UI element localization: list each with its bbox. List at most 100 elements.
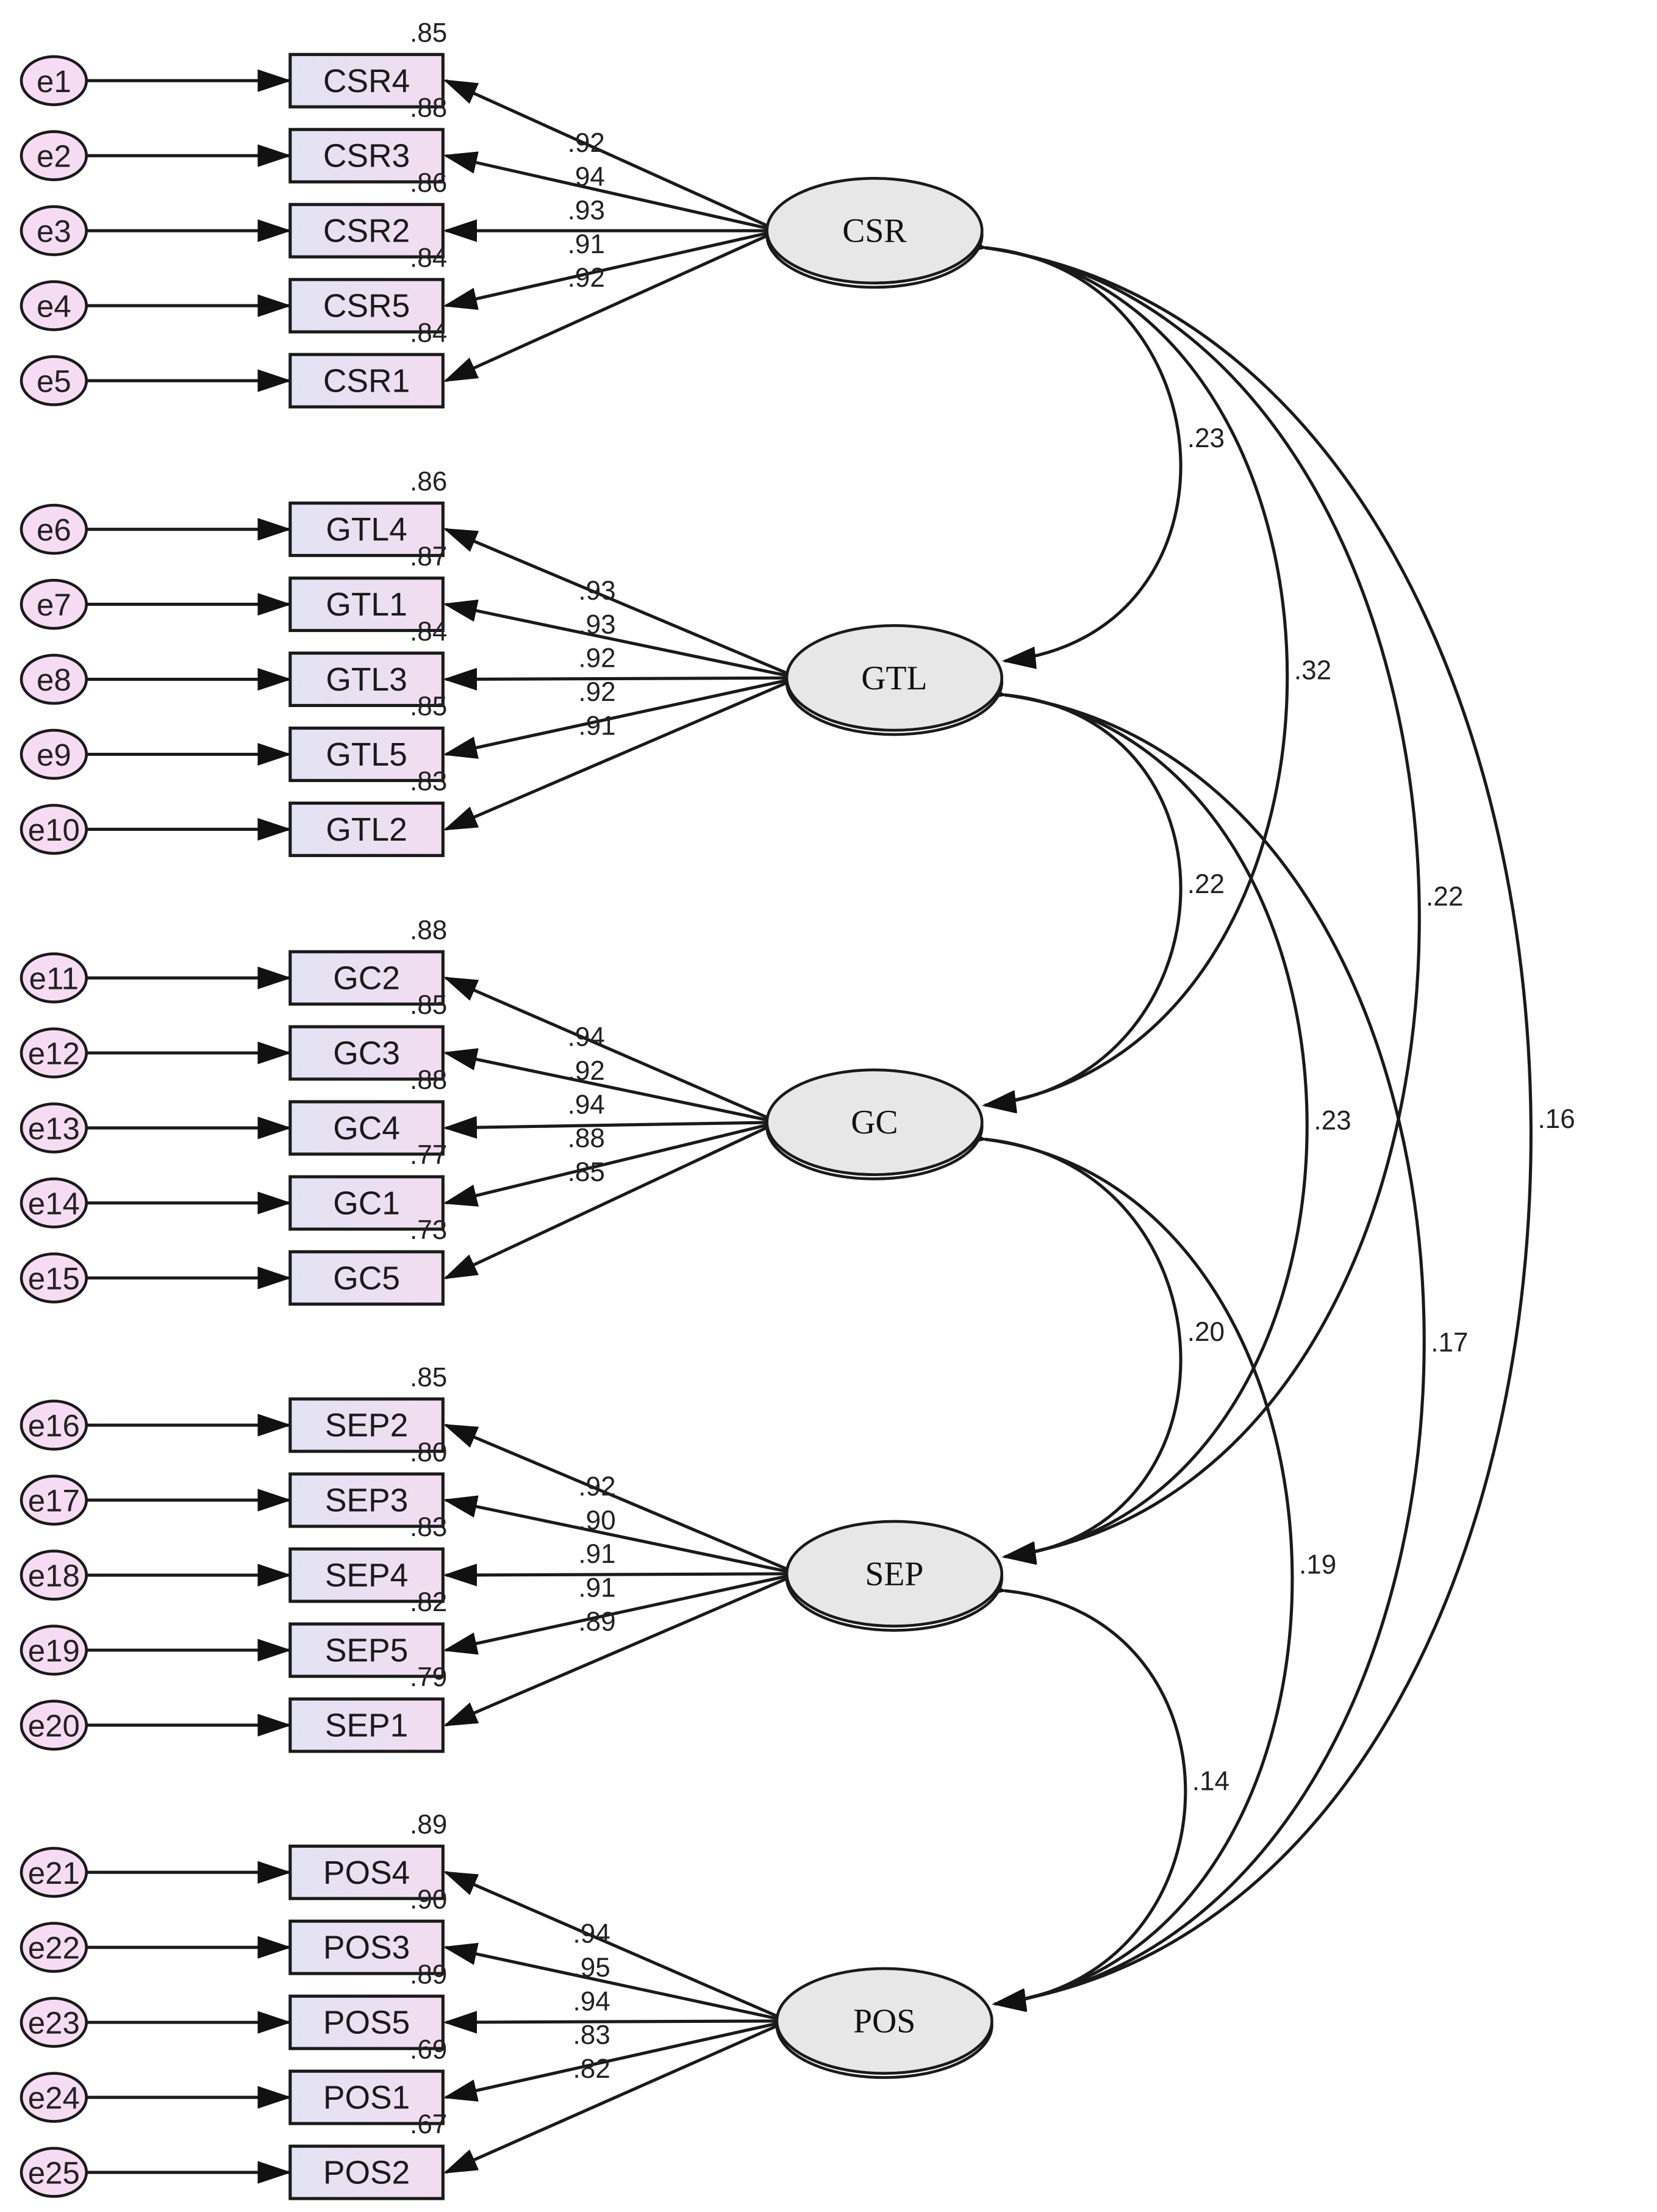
loading-arrow [443,599,799,680]
loading-value: .92 [578,1472,615,1502]
indicator-label: POS4 [323,1855,410,1891]
error-term-e21 [20,1847,88,1898]
correlation-curve [972,679,1426,2011]
loading-arrow [443,79,779,232]
r-squared-label: .85 [410,692,447,722]
correlation-curve [952,1124,1294,2011]
indicator-box-sep2 [288,1397,445,1453]
correlation-curve [953,1124,1183,1565]
loading-value: .94 [568,1090,605,1119]
loading-value: .94 [573,1919,610,1949]
indicator-box-sep3 [288,1472,445,1528]
latent-label: SEP [865,1555,923,1593]
loading-arrow [443,676,799,831]
error-term-e25 [20,2147,88,2198]
error-term-label: e11 [29,961,79,996]
loading-arrow [443,1423,799,1576]
correlation-curve [952,232,1289,1113]
indicator-label: GTL3 [326,662,407,698]
indicator-label: CSR4 [323,63,410,99]
loading-value: .93 [568,196,605,226]
error-term-e17 [20,1474,88,1526]
r-squared-label: .85 [410,990,447,1020]
error-term-e16 [20,1399,88,1451]
loading-arrow [443,1116,779,1139]
indicator-label: GTL2 [326,812,407,848]
error-term-label: e20 [28,1709,80,1743]
indicator-box-pos5 [288,1994,445,2050]
r-squared-label: .88 [410,1065,447,1095]
loading-value: .91 [578,711,615,741]
error-term-label: e2 [37,139,71,174]
indicator-box-gtl3 [288,652,445,708]
r-squared-label: .86 [410,467,447,497]
indicator-label: GC5 [333,1260,400,1296]
indicator-box-gc1 [288,1175,445,1231]
r-squared-label: .73 [410,1215,447,1245]
latent-sep [785,1520,1004,1628]
loading-arrow [443,2011,789,2034]
error-term-e8 [20,653,88,705]
r-squared-label: .79 [410,1662,447,1692]
correlation-curve [952,232,1421,1564]
indicator-label: POS2 [323,2155,410,2191]
error-term-e6 [20,503,88,555]
indicator-box-gc3 [288,1025,445,1081]
indicator-box-gc5 [288,1250,445,1306]
error-term-e4 [20,280,88,331]
error-term-label: e17 [28,1484,80,1518]
indicator-label: SEP1 [325,1708,408,1744]
correlation-curve [952,232,1533,2011]
indicator-label: GC2 [333,961,400,997]
correlation-value: .19 [1299,1550,1336,1580]
correlation-value: .16 [1537,1104,1575,1134]
loading-value: .94 [568,1022,605,1052]
loading-arrow [443,1942,789,2023]
error-term-e2 [20,130,88,181]
loading-arrow [443,229,779,310]
r-squared-label: .89 [410,1809,447,1839]
loading-value: .92 [568,128,605,158]
r-squared-label: .88 [410,915,447,945]
r-squared-label: .87 [410,542,447,572]
indicator-label: CSR1 [323,364,410,400]
r-squared-label: .77 [410,1140,447,1170]
loading-value: .93 [578,609,615,639]
r-squared-label: .84 [410,617,447,647]
indicator-box-csr3 [288,127,445,184]
indicator-label: SEP2 [325,1408,408,1444]
indicator-box-csr2 [288,203,445,259]
error-term-e13 [20,1102,88,1154]
indicator-label: POS1 [323,2080,410,2116]
indicator-box-gtl2 [288,801,445,857]
r-squared-label: .67 [410,2110,447,2139]
error-term-e3 [20,205,88,256]
indicator-label: GC1 [333,1185,400,1221]
loading-value: .92 [568,1056,605,1086]
loading-arrow [443,1572,799,1655]
loading-arrow [443,1495,799,1576]
loading-arrow [443,1048,779,1124]
indicator-box-pos3 [288,1919,445,1975]
indicator-label: SEP4 [325,1558,408,1594]
indicator-box-csr1 [288,353,445,409]
loading-value: .85 [568,1157,605,1187]
r-squared-label: .85 [410,18,447,48]
indicator-box-csr5 [288,278,445,334]
r-squared-label: .88 [410,93,447,123]
r-squared-label: .83 [410,767,447,797]
latent-gc [765,1068,984,1176]
indicator-label: GTL1 [326,587,407,623]
error-term-label: e6 [37,512,71,547]
loading-value: .94 [573,1986,610,2016]
latent-label: GC [851,1104,898,1141]
correlation-value: .32 [1294,656,1331,686]
error-term-label: e21 [28,1856,80,1891]
correlation-value: .23 [1314,1105,1351,1135]
latent-gtl [785,624,1004,732]
error-term-label: e23 [28,2006,80,2041]
loading-value: .95 [573,1953,610,1983]
error-term-label: e1 [37,64,71,99]
